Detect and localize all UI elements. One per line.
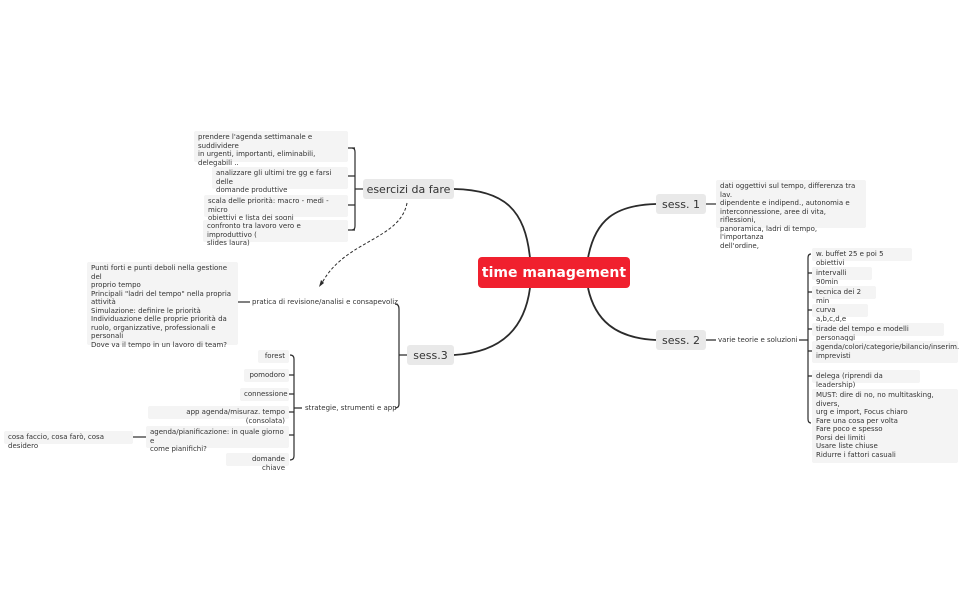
sess2-item-6[interactable]: agenda/colori/categorie/bilancio/inserim… (812, 341, 959, 363)
strategie-item-domande[interactable]: domande chiave (226, 453, 289, 472)
strategie-item-connessione[interactable]: connessione (240, 388, 289, 401)
sess3-pratica-note[interactable]: Punti forti e punti deboli nella gestion… (87, 262, 238, 349)
bracket-sess3 (394, 303, 407, 409)
sess2-item-7[interactable]: delega (riprendi da leadership) (812, 370, 920, 389)
sess2-item-2[interactable]: intervalli 90min (812, 267, 872, 286)
strategie-item-pomodoro[interactable]: pomodoro (244, 369, 289, 382)
sess2-item-8[interactable]: MUST: dire di no, no multitasking, diver… (812, 389, 958, 463)
strategie-item-forest[interactable]: forest (258, 350, 289, 363)
bracket-strategie (289, 354, 302, 461)
connector-sess2 (587, 287, 657, 341)
esercizi-item-2[interactable]: analizzare gli ultimi tre gg e farsi del… (212, 167, 348, 194)
esercizi-item-1[interactable]: prendere l'agenda settimanale e suddivid… (194, 131, 348, 167)
sess3-pratica-label[interactable]: pratica di revisione/analisi e consapevo… (252, 298, 398, 306)
connector-sess3 (453, 287, 531, 356)
central-topic[interactable]: time management (478, 257, 630, 288)
branch-esercizi[interactable]: esercizi da fare (363, 179, 454, 199)
sess2-subtopic[interactable]: varie teorie e soluzioni (718, 336, 798, 344)
branch-sess3[interactable]: sess.3 (407, 345, 454, 365)
sess2-item-3[interactable]: tecnica dei 2 min (812, 286, 876, 305)
pianificazione-subnote[interactable]: cosa faccio, cosa farò, cosa desidero (4, 431, 133, 450)
bracket-sess2 (706, 253, 812, 424)
sess2-item-1[interactable]: w. buffet 25 e poi 5 obiettivi (812, 248, 912, 267)
relationship-dashed (321, 202, 408, 284)
relationship-arrow (319, 280, 324, 287)
branch-sess1[interactable]: sess. 1 (656, 194, 706, 214)
bracket-esercizi (351, 147, 363, 231)
strategie-item-app-agenda[interactable]: app agenda/misuraz. tempo (consolata) (148, 406, 289, 425)
connector-esercizi (453, 188, 531, 259)
sess2-item-5[interactable]: tirade del tempo e modelli personaggi (812, 323, 944, 342)
strategie-item-pianificazione[interactable]: agenda/pianificazione: in quale giorno e… (146, 426, 289, 453)
sess3-strategie-label[interactable]: strategie, strumenti e app (305, 404, 397, 412)
sess1-note[interactable]: dati oggettivi sul tempo, differenza tra… (716, 180, 866, 250)
sess2-item-4[interactable]: curva a,b,c,d,e (812, 304, 868, 323)
esercizi-item-3[interactable]: scala delle priorità: macro - medi - mic… (204, 195, 348, 222)
connector-sess1 (587, 203, 657, 259)
esercizi-item-4[interactable]: confronto tra lavoro vero e improduttivo… (203, 220, 348, 247)
branch-sess2[interactable]: sess. 2 (656, 330, 706, 350)
